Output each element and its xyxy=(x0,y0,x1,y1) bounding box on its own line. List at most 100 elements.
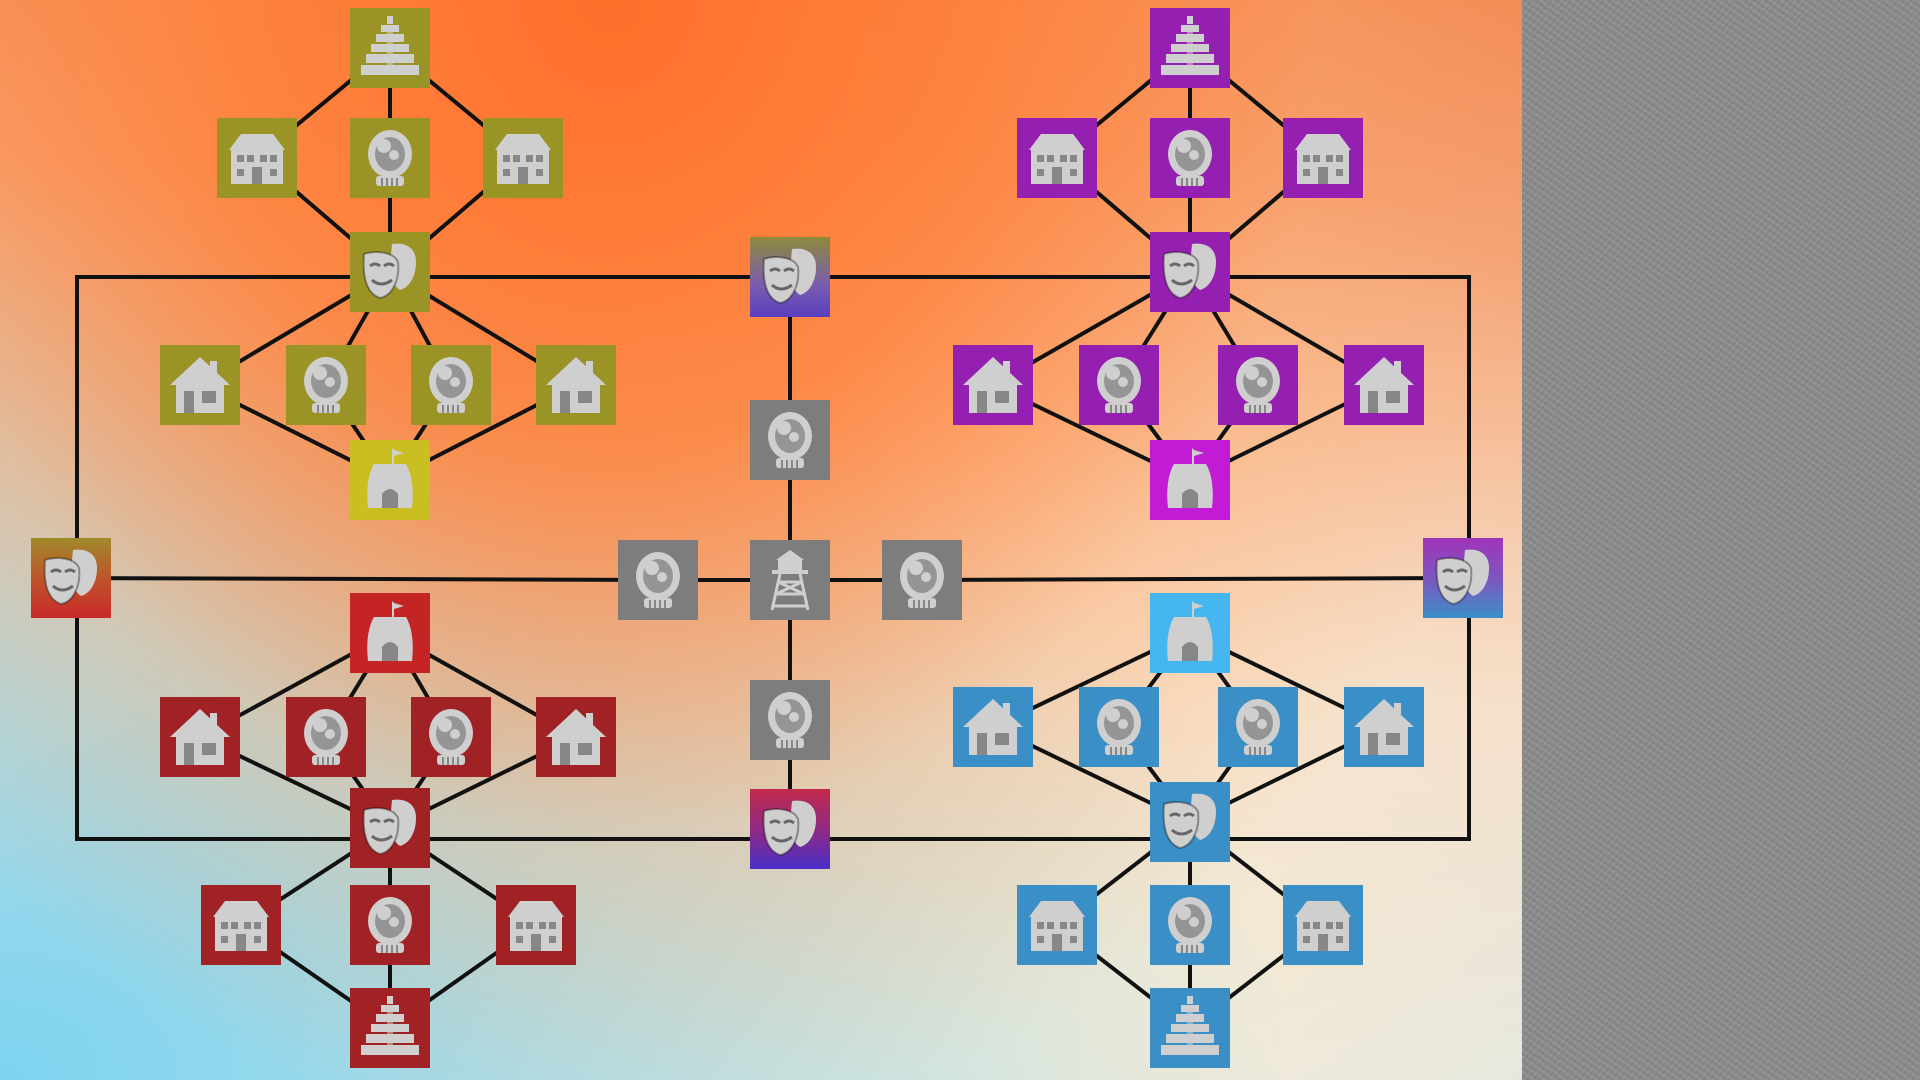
brain-icon xyxy=(1097,699,1141,755)
brain-tile[interactable] xyxy=(1218,687,1298,767)
brain-icon xyxy=(429,709,473,765)
brain-icon xyxy=(1168,897,1212,953)
house-icon xyxy=(963,699,1023,755)
pyramid-icon xyxy=(1161,16,1219,75)
house-tile[interactable] xyxy=(160,697,240,777)
brain-icon xyxy=(768,692,812,748)
mansion-tile[interactable] xyxy=(483,118,563,198)
theater-tile[interactable] xyxy=(1150,782,1230,862)
pyramid-icon xyxy=(1161,996,1219,1055)
theater-tile[interactable] xyxy=(350,788,430,868)
pyramid-tile[interactable] xyxy=(1150,988,1230,1068)
mansion-icon xyxy=(1295,901,1351,951)
brain-icon xyxy=(429,357,473,413)
theater-tile[interactable] xyxy=(750,789,830,869)
house-tile[interactable] xyxy=(160,345,240,425)
brain-icon xyxy=(1168,130,1212,186)
game-board xyxy=(0,0,1522,1080)
house-tile[interactable] xyxy=(953,687,1033,767)
house-tile[interactable] xyxy=(1344,687,1424,767)
house-icon xyxy=(546,709,606,765)
theater-icon xyxy=(362,243,416,300)
outpost-tile[interactable] xyxy=(1150,593,1230,673)
side-panel xyxy=(1522,0,1920,1080)
brain-tile[interactable] xyxy=(286,345,366,425)
connection-line xyxy=(921,576,1464,582)
house-icon xyxy=(1354,357,1414,413)
brain-tile[interactable] xyxy=(350,885,430,965)
house-tile[interactable] xyxy=(536,697,616,777)
brain-tile[interactable] xyxy=(750,400,830,480)
house-icon xyxy=(963,357,1023,413)
mansion-tile[interactable] xyxy=(1283,885,1363,965)
brain-icon xyxy=(1236,357,1280,413)
theater-icon xyxy=(362,799,416,856)
brain-icon xyxy=(368,897,412,953)
brain-tile[interactable] xyxy=(1218,345,1298,425)
brain-tile[interactable] xyxy=(618,540,698,620)
outpost-icon xyxy=(367,601,413,661)
brain-tile[interactable] xyxy=(1150,118,1230,198)
theater-icon xyxy=(1435,549,1489,606)
watchtower-tile[interactable] xyxy=(750,540,830,620)
theater-tile[interactable] xyxy=(1150,232,1230,312)
pyramid-tile[interactable] xyxy=(350,988,430,1068)
house-tile[interactable] xyxy=(1344,345,1424,425)
pyramid-icon xyxy=(361,996,419,1055)
pyramid-tile[interactable] xyxy=(1150,8,1230,88)
mansion-icon xyxy=(1029,134,1085,184)
house-tile[interactable] xyxy=(953,345,1033,425)
mansion-tile[interactable] xyxy=(1017,885,1097,965)
mansion-icon xyxy=(229,134,285,184)
outpost-tile[interactable] xyxy=(1150,440,1230,520)
mansion-tile[interactable] xyxy=(217,118,297,198)
mansion-icon xyxy=(213,901,269,951)
brain-tile[interactable] xyxy=(350,118,430,198)
theater-icon xyxy=(1162,243,1216,300)
mansion-icon xyxy=(1295,134,1351,184)
mansion-icon xyxy=(1029,901,1085,951)
outpost-tile[interactable] xyxy=(350,440,430,520)
theater-icon xyxy=(762,800,816,857)
house-icon xyxy=(170,709,230,765)
brain-icon xyxy=(304,709,348,765)
outpost-tile[interactable] xyxy=(350,593,430,673)
house-icon xyxy=(170,357,230,413)
brain-icon xyxy=(1236,699,1280,755)
brain-icon xyxy=(636,552,680,608)
outpost-icon xyxy=(1167,601,1213,661)
brain-tile[interactable] xyxy=(411,697,491,777)
mansion-tile[interactable] xyxy=(201,885,281,965)
brain-icon xyxy=(900,552,944,608)
brain-tile[interactable] xyxy=(411,345,491,425)
brain-icon xyxy=(1097,357,1141,413)
house-icon xyxy=(546,357,606,413)
theater-tile[interactable] xyxy=(350,232,430,312)
theater-icon xyxy=(43,549,97,606)
house-tile[interactable] xyxy=(536,345,616,425)
theater-tile[interactable] xyxy=(31,538,111,618)
brain-tile[interactable] xyxy=(750,680,830,760)
connection-line xyxy=(70,576,659,582)
brain-tile[interactable] xyxy=(1079,687,1159,767)
brain-tile[interactable] xyxy=(286,697,366,777)
mansion-icon xyxy=(508,901,564,951)
mansion-tile[interactable] xyxy=(496,885,576,965)
theater-tile[interactable] xyxy=(1423,538,1503,618)
house-icon xyxy=(1354,699,1414,755)
brain-tile[interactable] xyxy=(882,540,962,620)
pyramid-tile[interactable] xyxy=(350,8,430,88)
pyramid-icon xyxy=(361,16,419,75)
theater-icon xyxy=(762,248,816,305)
brain-tile[interactable] xyxy=(1079,345,1159,425)
mansion-icon xyxy=(495,134,551,184)
brain-tile[interactable] xyxy=(1150,885,1230,965)
brain-icon xyxy=(368,130,412,186)
brain-icon xyxy=(768,412,812,468)
outpost-icon xyxy=(367,448,413,508)
mansion-tile[interactable] xyxy=(1283,118,1363,198)
theater-icon xyxy=(1162,793,1216,850)
theater-tile[interactable] xyxy=(750,237,830,317)
mansion-tile[interactable] xyxy=(1017,118,1097,198)
outpost-icon xyxy=(1167,448,1213,508)
